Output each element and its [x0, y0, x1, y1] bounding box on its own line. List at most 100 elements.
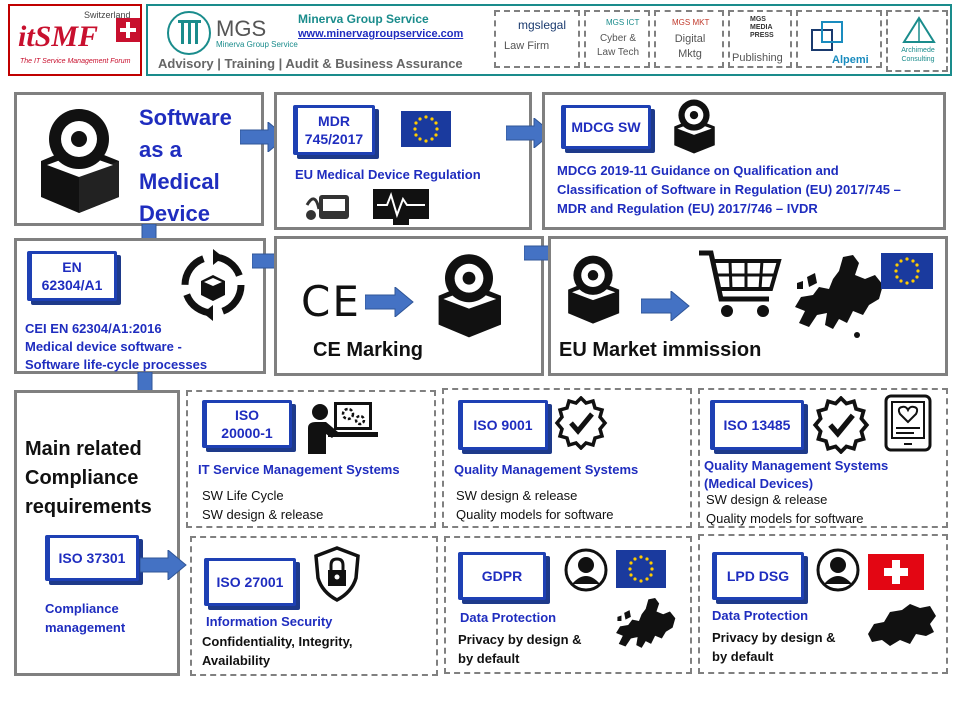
medical-devices-icon: [305, 191, 353, 223]
iso13485-panel: ISO 13485 Quality Management Systems (Me…: [698, 388, 948, 528]
iso9001-line-2: Quality models for software: [456, 507, 614, 522]
mgs-mkt-logo: MGS MKT: [672, 18, 710, 27]
lifecycle-icon: [175, 247, 251, 323]
person-laptop-gear-icon: [308, 398, 378, 454]
partner-mgs-media[interactable]: MGS MEDIA PRESS Publishing: [728, 10, 792, 68]
mgs-ict-logo: MGS ICT: [606, 18, 640, 27]
en62304-panel: EN 62304/A1 CEI EN 62304/A1:2016 Medical…: [14, 238, 266, 374]
compliance-title-2: Compliance: [25, 467, 139, 489]
en62304-line-3: Software life-cycle processes: [25, 357, 208, 372]
arrow-right-ce-device: [365, 287, 414, 317]
lpd-line-2: by default: [712, 649, 774, 664]
compliance-panel: Main related Compliance requirements ISO…: [14, 390, 180, 676]
iso20000-line-2: SW design & release: [202, 507, 324, 522]
iso27001-tag: ISO 27001: [204, 558, 296, 606]
mgs-ict-label: Cyber & Law Tech: [596, 33, 640, 58]
mdr-tag-line-2: 745/2017: [304, 131, 364, 147]
itsmf-logo: Switzerland itSMF The IT Service Managem…: [8, 4, 142, 76]
gdpr-line-2: by default: [458, 651, 520, 666]
swiss-cross-icon: [116, 18, 140, 42]
lpd-dsg-tag: LPD DSG: [712, 552, 804, 600]
iso27001-line-2: Availability: [202, 653, 271, 668]
gdpr-line-1: Privacy by design &: [458, 632, 582, 647]
samd-title-3: Medical: [139, 169, 220, 194]
eu-market-panel: EU Market immission: [548, 236, 948, 376]
shopping-cart-icon: [697, 249, 783, 321]
en62304-tag-line-1: EN: [62, 259, 82, 275]
compliance-title-1: Main related: [25, 438, 142, 460]
iso27001-line-1: Confidentiality, Integrity,: [202, 634, 353, 649]
alpemi-squares-icon: [810, 20, 846, 52]
quality-check-badge-medical-icon: [812, 396, 870, 454]
mdr-panel: MDR 745/2017 EU Medical Device Regulatio…: [274, 92, 532, 230]
iso20000-tag: ISO 20000-1: [202, 400, 292, 448]
mdcg-line-1: MDCG 2019-11 Guidance on Qualification a…: [557, 163, 839, 178]
compliance-title-3: requirements: [25, 496, 152, 518]
iso37301-tag: ISO 37301: [45, 535, 139, 581]
medical-software-small-icon: [667, 97, 721, 155]
eu-market-label: EU Market immission: [559, 339, 762, 361]
ce-marking-label: CE Marking: [313, 339, 424, 361]
iso9001-line-1: SW design & release: [456, 488, 578, 503]
arrow-right-compliance-iso27001: [140, 550, 187, 580]
mgslegal-logo: mgslegal: [518, 18, 567, 32]
medical-software-ce-icon: [427, 251, 511, 339]
heart-monitor-tablet-icon: [884, 394, 932, 452]
en62304-line-2: Medical device software -: [25, 339, 182, 354]
samd-panel: Software as a Medical Device: [14, 92, 264, 226]
partner-archimede[interactable]: Archimede Consulting: [886, 10, 948, 72]
iso13485-tag: ISO 13485: [710, 400, 804, 450]
quality-check-badge-icon: [554, 396, 608, 450]
en62304-tag: EN 62304/A1: [27, 251, 117, 301]
europe-map-gdpr-icon: [608, 592, 678, 662]
iso20000-tag-line-2: 20000-1: [221, 425, 273, 441]
medical-software-icon: [27, 105, 131, 215]
iso13485-title-2: (Medical Devices): [704, 476, 814, 491]
mgslegal-label: Law Firm: [504, 40, 550, 52]
mdcg-panel: MDCG SW MDCG 2019-11 Guidance on Qualifi…: [542, 92, 946, 230]
partner-mgs-ict[interactable]: MGS ICT Cyber & Law Tech: [584, 10, 650, 68]
europe-map-icon: [783, 253, 887, 343]
partner-mgslegal[interactable]: mgslegal Law Firm: [494, 10, 580, 68]
iso20000-title: IT Service Management Systems: [198, 462, 400, 477]
mgs-pillar-icon: [166, 10, 212, 56]
iso27001-panel: ISO 27001 Information Security Confident…: [190, 536, 438, 676]
partner-alpemi[interactable]: Alpemi: [796, 10, 882, 68]
mdcg-tag: MDCG SW: [561, 105, 651, 149]
en62304-tag-line-2: 62304/A1: [41, 277, 103, 293]
iso20000-panel: ISO 20000-1 IT Service Management System…: [186, 390, 436, 528]
itsmf-country: Switzerland: [84, 10, 131, 20]
eu-flag-market-icon: [881, 253, 933, 289]
itsmf-tagline: The IT Service Management Forum: [20, 58, 131, 65]
iso20000-line-1: SW Life Cycle: [202, 488, 284, 503]
iso13485-line-2: Quality models for software: [706, 511, 864, 526]
mdcg-line-3: MDR and Regulation (EU) 2017/746 – IVDR: [557, 201, 818, 216]
alpemi-label: Alpemi: [832, 54, 869, 66]
archimede-triangle-icon: [902, 16, 936, 44]
mgs-company-name: Minerva Group Service: [298, 12, 429, 26]
iso9001-title: Quality Management Systems: [454, 462, 639, 477]
arrow-right-market-cart: [641, 291, 690, 321]
gdpr-panel: GDPR Data Protection Privacy by design &…: [444, 536, 692, 674]
mgs-url-link[interactable]: www.minervagroupservice.com: [298, 28, 464, 40]
mdr-tag-line-1: MDR: [318, 113, 350, 129]
lpd-line-1: Privacy by design &: [712, 630, 836, 645]
ecg-monitor-icon: [371, 187, 431, 227]
archimede-label: Archimede Consulting: [901, 47, 935, 63]
mdr-description: EU Medical Device Regulation: [295, 167, 481, 182]
iso20000-tag-line-1: ISO: [234, 407, 260, 423]
mdr-tag: MDR 745/2017: [293, 105, 375, 155]
mgs-header-panel: MGS Minerva Group Service Minerva Group …: [146, 4, 952, 76]
person-avatar-lpd-icon: [816, 548, 860, 592]
compliance-label-1: Compliance: [45, 601, 119, 616]
lpd-dsg-panel: LPD DSG Data Protection Privacy by desig…: [698, 534, 948, 674]
partner-mgs-mkt[interactable]: MGS MKT Digital Mktg: [654, 10, 724, 68]
switzerland-map-icon: [864, 600, 940, 650]
lpd-title: Data Protection: [712, 608, 809, 623]
mgs-subtitle: Minerva Group Service: [216, 40, 298, 49]
gdpr-title: Data Protection: [460, 610, 557, 625]
person-avatar-icon: [564, 548, 608, 592]
mgs-mkt-label: Digital Mktg: [674, 33, 706, 60]
iso27001-title: Information Security: [206, 614, 333, 629]
compliance-label-2: management: [45, 620, 126, 635]
